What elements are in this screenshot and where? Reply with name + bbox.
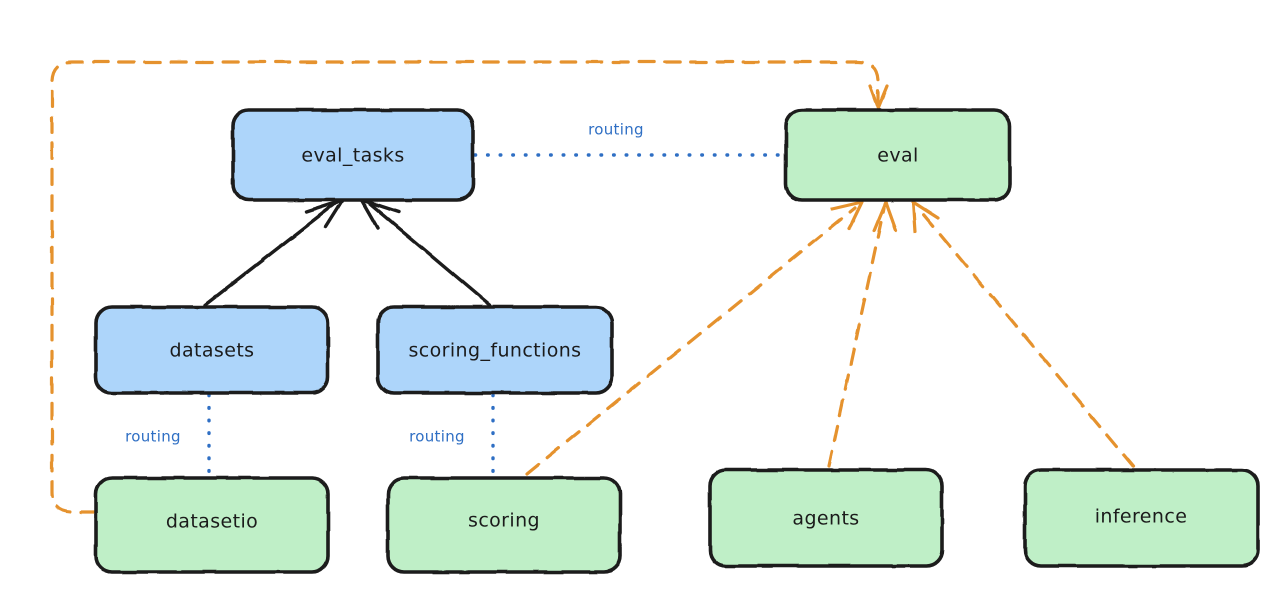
edge-path-inference-eval	[916, 206, 1135, 468]
node-eval_tasks[interactable]: eval_tasks	[231, 108, 475, 202]
edge-path-scoring-eval	[525, 206, 857, 476]
node-shape-scoring_functions[interactable]	[376, 305, 614, 395]
edge-label-routing-scoring: routing	[409, 428, 465, 446]
edge-label-routing-eval: routing	[588, 121, 644, 139]
arrowhead-datasetio-eval	[868, 84, 889, 110]
node-datasets[interactable]: datasets	[94, 305, 330, 395]
edge-scoring-eval	[525, 200, 864, 476]
edge-path-datasetio-eval	[50, 60, 880, 514]
node-eval[interactable]: eval	[784, 108, 1012, 202]
node-agents[interactable]: agents	[708, 468, 944, 568]
node-label-scoring_functions: scoring_functions	[409, 340, 582, 362]
node-shape-inference[interactable]	[1023, 468, 1260, 568]
edge-datasets-eval_tasks	[203, 198, 345, 307]
edges-layer	[50, 60, 1135, 514]
node-label-agents: agents	[792, 508, 859, 530]
node-shape-agents[interactable]	[708, 468, 944, 568]
edge-scoring_functions-eval_tasks	[360, 198, 492, 307]
node-shape-eval[interactable]	[784, 108, 1012, 202]
nodes-layer: eval_tasks eval datasets scoring_functio…	[94, 108, 1260, 574]
node-label-inference: inference	[1095, 506, 1188, 528]
arrowhead-scoring-eval	[830, 200, 864, 231]
node-shape-datasetio[interactable]	[94, 476, 330, 574]
node-label-eval: eval	[877, 145, 918, 167]
node-shape-scoring[interactable]	[386, 476, 622, 574]
edge-datasetio-eval	[50, 60, 889, 514]
node-shape-datasets[interactable]	[94, 305, 330, 395]
node-scoring[interactable]: scoring	[386, 476, 622, 574]
node-label-scoring: scoring	[468, 510, 540, 532]
node-label-eval_tasks: eval_tasks	[301, 145, 404, 167]
edge-agents-eval	[827, 200, 898, 468]
edge-path-agents-eval	[827, 206, 886, 468]
edge-inference-eval	[911, 200, 1135, 468]
node-label-datasetio: datasetio	[166, 511, 258, 533]
node-scoring_functions[interactable]: scoring_functions	[376, 305, 614, 395]
node-datasetio[interactable]: datasetio	[94, 476, 330, 574]
edge-path-datasets-eval_tasks	[203, 200, 339, 307]
edge-path-scoring_functions-eval_tasks	[366, 200, 492, 307]
edge-labels-layer: routing routing routing	[125, 121, 644, 446]
node-shape-eval_tasks[interactable]	[231, 108, 475, 202]
edge-label-routing-datasetio: routing	[125, 428, 181, 446]
node-inference[interactable]: inference	[1023, 468, 1260, 568]
node-label-datasets: datasets	[170, 340, 255, 362]
arrowhead-agents-eval	[872, 200, 898, 233]
arrowhead-inference-eval	[911, 200, 940, 234]
